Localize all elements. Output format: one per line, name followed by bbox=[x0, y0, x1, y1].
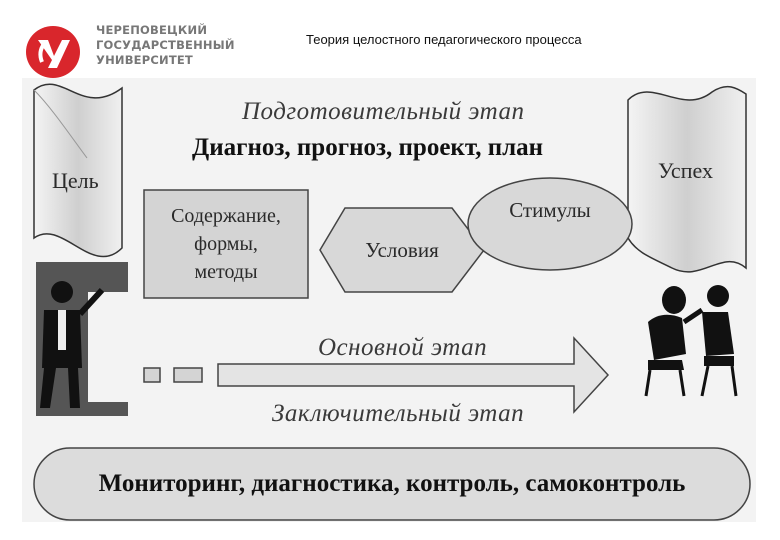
content-line-3: методы bbox=[194, 261, 258, 283]
goal-label: Цель bbox=[52, 168, 99, 193]
content-box-shape bbox=[143, 189, 309, 299]
stimuli-ellipse-shape bbox=[467, 177, 633, 271]
dot-square-2 bbox=[173, 367, 203, 383]
content-line-1: Содержание, bbox=[171, 205, 281, 227]
stimuli-label: Стимулы bbox=[509, 198, 591, 222]
conditions-hexagon-shape bbox=[319, 207, 485, 293]
main-stage-arrow bbox=[217, 336, 610, 414]
process-diagram: Подготовительный этап Диагноз, прогноз, … bbox=[22, 78, 756, 522]
university-name-line-1: ЧЕРЕПОВЕЦКИЙ bbox=[96, 23, 208, 37]
slide-title: Теория целостного педагогического процес… bbox=[306, 32, 582, 47]
conditions-label: Условия bbox=[365, 238, 439, 262]
stage-prep-label: Подготовительный этап bbox=[242, 98, 525, 125]
content-line-2: формы, bbox=[194, 233, 258, 255]
success-flag-shape bbox=[627, 85, 747, 273]
monitoring-label: Мониторинг, диагностика, контроль, самок… bbox=[98, 470, 686, 497]
prep-items-label: Диагноз, прогноз, проект, план bbox=[192, 134, 544, 161]
university-logo-icon bbox=[26, 26, 80, 78]
dot-square-1 bbox=[143, 367, 161, 383]
content-label: Содержание, формы, методы bbox=[144, 202, 308, 286]
success-label: Успех bbox=[658, 158, 713, 183]
students-pictogram-icon bbox=[644, 285, 738, 397]
stage-final-label: Заключительный этап bbox=[272, 400, 525, 427]
header: ЧЕРЕПОВЕЦКИЙ ГОСУДАРСТВЕННЫЙ УНИВЕРСИТЕТ… bbox=[0, 0, 780, 78]
diagram-shapes bbox=[33, 83, 751, 521]
university-name-line-3: УНИВЕРСИТЕТ bbox=[96, 53, 193, 67]
university-name-line-2: ГОСУДАРСТВЕННЫЙ bbox=[96, 38, 235, 52]
stage-main-label: Основной этап bbox=[318, 334, 488, 361]
teacher-pictogram-icon bbox=[36, 262, 128, 416]
goal-flag-shape bbox=[33, 83, 123, 258]
monitoring-bar-shape bbox=[33, 447, 751, 521]
university-name: ЧЕРЕПОВЕЦКИЙ ГОСУДАРСТВЕННЫЙ УНИВЕРСИТЕТ bbox=[96, 23, 235, 68]
